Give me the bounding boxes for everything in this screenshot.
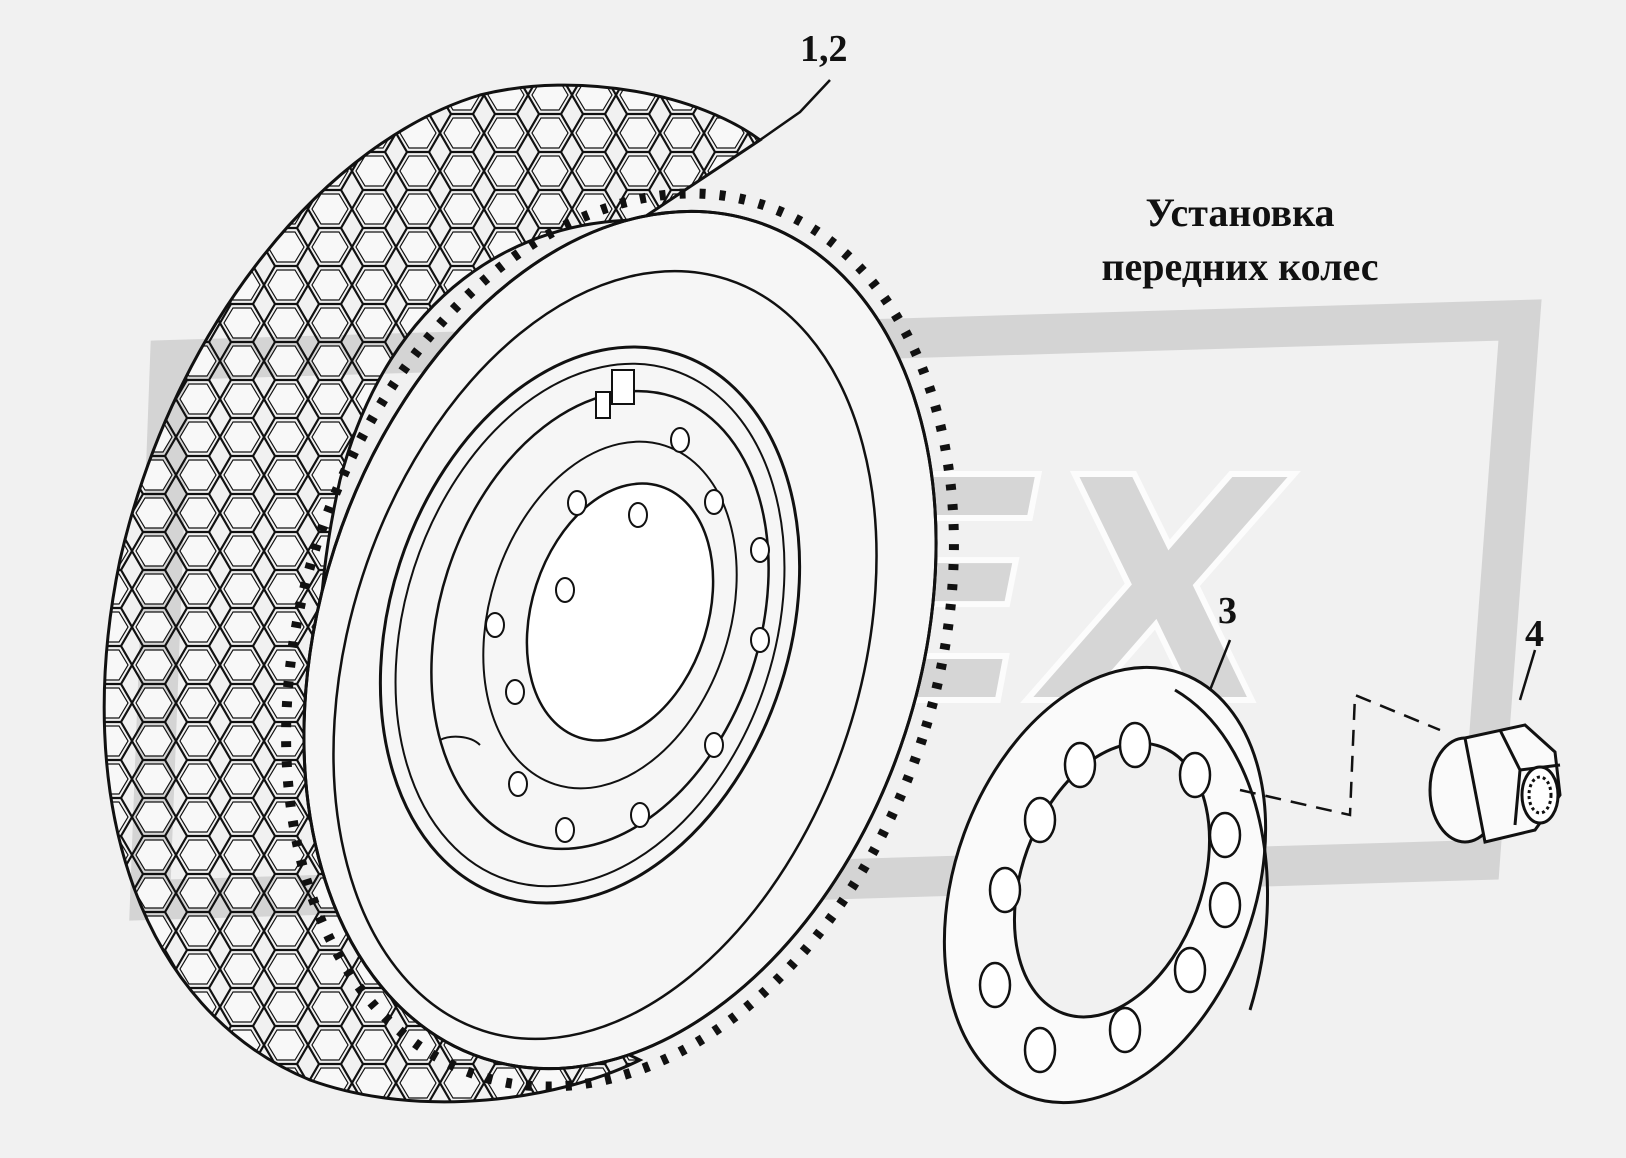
- wheel-nut: [1428, 723, 1562, 844]
- title-line-2: передних колес: [1101, 244, 1379, 289]
- leader-tire: [759, 79, 831, 142]
- tire-bead: [332, 269, 878, 1041]
- hub-bore: [525, 482, 715, 742]
- wheel-washer: [942, 665, 1270, 1105]
- washer-bolt-holes: [978, 721, 1242, 1074]
- assembly-axis-line: [1239, 693, 1441, 817]
- tire-shoulder-lugs: [281, 188, 959, 1092]
- rim-valve: [595, 369, 635, 419]
- callout-tire: 1,2: [800, 28, 848, 70]
- leader-washer: [1208, 639, 1232, 691]
- callout-washer: 3: [1218, 590, 1237, 632]
- title-line-1: Установка: [1145, 190, 1335, 235]
- diagram-title: Установка передних колес: [1030, 186, 1450, 294]
- leader-lines: [759, 79, 1537, 701]
- wheel-rim: [378, 345, 802, 905]
- tire-tread: [102, 83, 763, 1104]
- rim-bolt-holes: [485, 427, 770, 843]
- washer-bore: [1012, 741, 1212, 1019]
- leader-nut: [1518, 649, 1537, 701]
- callout-nut: 4: [1525, 613, 1544, 655]
